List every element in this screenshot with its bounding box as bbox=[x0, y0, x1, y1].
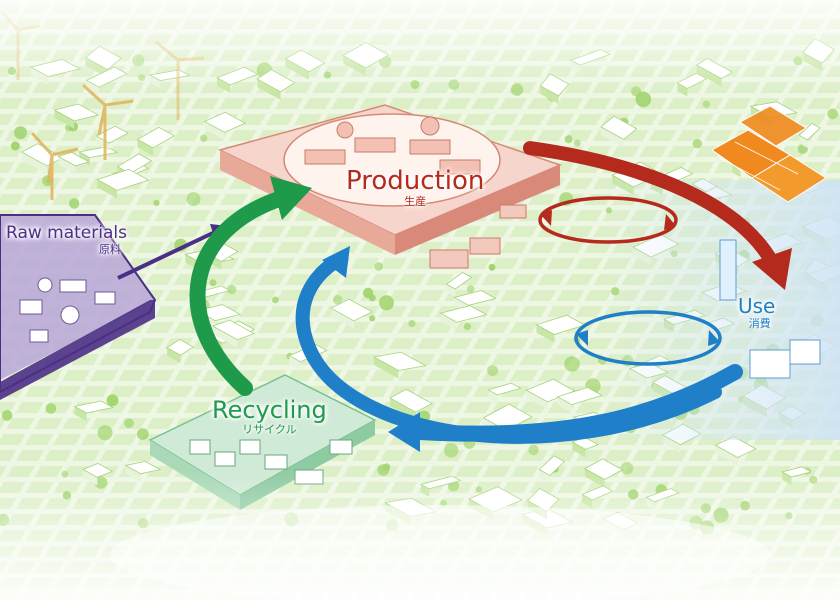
building bbox=[600, 115, 638, 148]
tree bbox=[692, 139, 703, 149]
tree bbox=[702, 100, 711, 108]
tree bbox=[97, 425, 113, 441]
tree bbox=[379, 295, 394, 311]
recycling-to-production-arrow bbox=[189, 176, 312, 396]
building bbox=[445, 272, 473, 298]
tree bbox=[226, 284, 237, 295]
building bbox=[136, 126, 176, 156]
building bbox=[487, 382, 522, 403]
tree bbox=[573, 139, 581, 147]
tree bbox=[200, 134, 208, 142]
tree bbox=[362, 287, 374, 299]
tree bbox=[69, 198, 80, 209]
tree bbox=[383, 463, 391, 471]
use-to-production-arrow bbox=[295, 246, 722, 444]
building bbox=[330, 298, 373, 329]
tree bbox=[153, 199, 160, 206]
tree bbox=[488, 263, 496, 271]
tree bbox=[528, 444, 539, 456]
use-loop bbox=[574, 310, 722, 366]
tree bbox=[564, 135, 573, 144]
ground-glow bbox=[110, 505, 770, 600]
building bbox=[57, 151, 90, 174]
raw-materials-area bbox=[0, 214, 157, 400]
production-loop bbox=[538, 196, 678, 244]
building bbox=[203, 111, 246, 141]
production-factory bbox=[217, 104, 563, 269]
building bbox=[798, 122, 821, 148]
building bbox=[439, 305, 488, 331]
top-fade bbox=[0, 0, 840, 95]
tree bbox=[14, 126, 27, 140]
tree bbox=[209, 279, 217, 287]
use-zone bbox=[600, 180, 840, 440]
tree bbox=[106, 394, 119, 407]
building bbox=[53, 103, 100, 129]
tree bbox=[374, 262, 383, 271]
tree bbox=[1, 410, 13, 421]
tree bbox=[45, 403, 57, 414]
tree bbox=[408, 320, 416, 328]
building bbox=[96, 168, 150, 199]
tree bbox=[827, 108, 838, 120]
tree bbox=[136, 428, 149, 440]
tree bbox=[186, 192, 201, 207]
tree bbox=[635, 91, 652, 108]
building bbox=[73, 400, 115, 422]
use-area-buildings bbox=[719, 239, 821, 379]
building bbox=[525, 378, 576, 410]
tree bbox=[369, 315, 376, 322]
tree bbox=[487, 365, 499, 377]
tree bbox=[564, 356, 580, 372]
solar-panels bbox=[711, 105, 827, 203]
tree bbox=[333, 295, 343, 305]
tree bbox=[463, 323, 471, 331]
building bbox=[211, 319, 256, 348]
tree bbox=[444, 443, 459, 458]
production-to-use-arrow bbox=[523, 141, 792, 290]
tree bbox=[124, 418, 134, 429]
tree bbox=[466, 285, 475, 293]
building bbox=[166, 338, 195, 364]
tree bbox=[10, 141, 20, 151]
tree bbox=[272, 296, 279, 304]
building bbox=[372, 351, 427, 379]
